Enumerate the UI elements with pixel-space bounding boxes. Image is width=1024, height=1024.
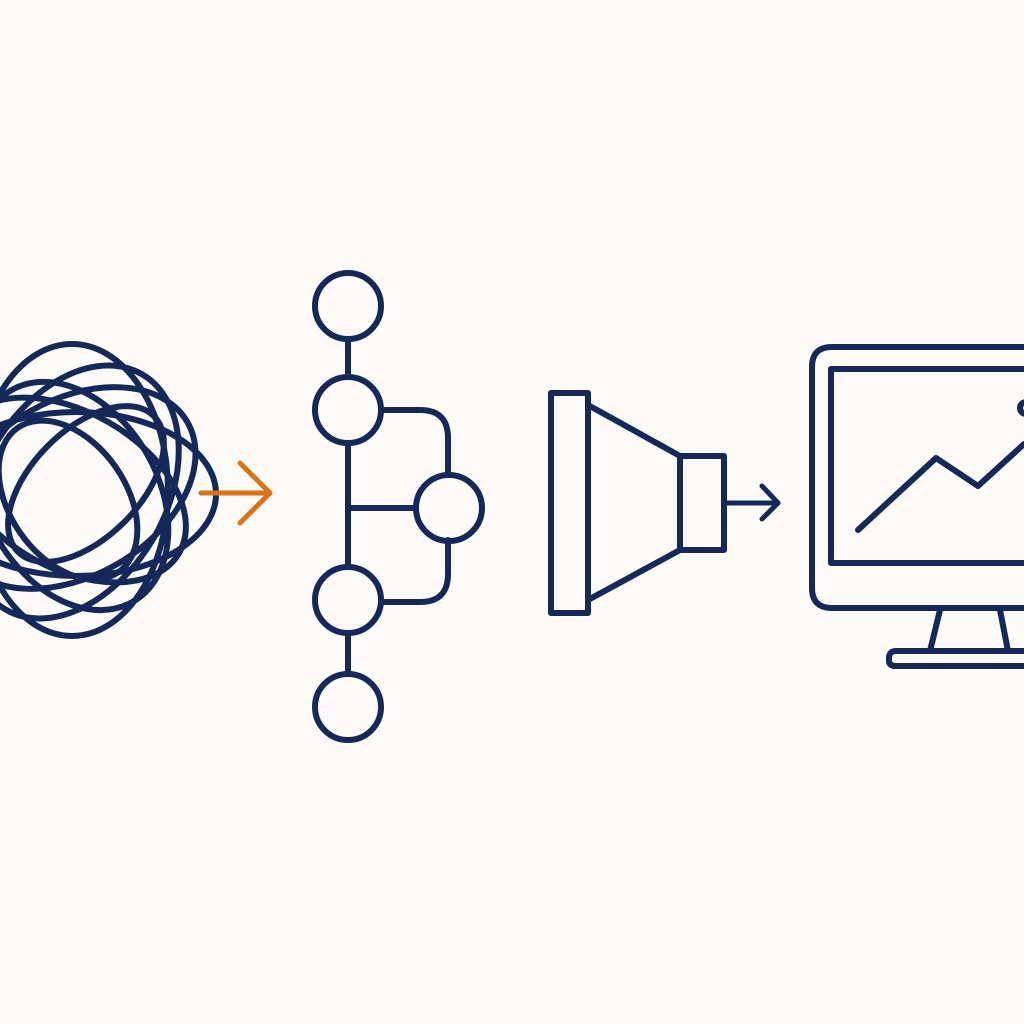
trend-point <box>1017 399 1024 417</box>
monitor-screen <box>828 366 1024 566</box>
monitor-stand <box>927 607 1011 654</box>
graph-node-top <box>312 270 384 342</box>
output-arrow-icon <box>721 483 781 522</box>
graph-node-lower <box>312 564 384 636</box>
monitor-chart-icon <box>809 344 1024 669</box>
graph-branch-top <box>381 407 451 477</box>
graph-node-upper <box>312 374 384 446</box>
tangle-loop <box>0 417 141 583</box>
process-graph-icon <box>312 270 485 743</box>
tangle-loop <box>0 384 199 592</box>
monitor-frame <box>809 344 1024 611</box>
graph-node-bottom <box>312 671 384 743</box>
graph-node-side <box>413 472 485 544</box>
monitor-base <box>886 648 1024 669</box>
tangle-loop <box>5 403 167 565</box>
tangled-data-icon <box>0 341 219 639</box>
graph-branch-bottom <box>345 505 451 605</box>
tangle-loop <box>0 378 172 614</box>
trend-line <box>855 441 1024 533</box>
funnel-mouth <box>548 390 591 616</box>
flow-arrow-icon <box>198 460 273 526</box>
tangle-loop <box>0 341 171 639</box>
